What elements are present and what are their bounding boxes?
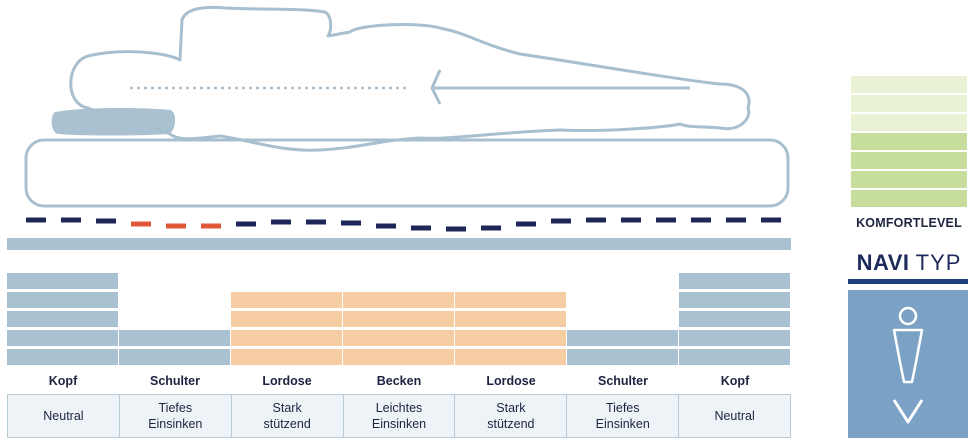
support-segment: [455, 292, 566, 308]
zone-description: Neutral: [678, 395, 790, 437]
komfortlevel-label: KOMFORTLEVEL: [856, 216, 962, 230]
support-column-3: [231, 292, 342, 368]
spine-arrow: [430, 69, 690, 105]
support-segment: [119, 349, 230, 365]
komfort-level-bar: [851, 171, 967, 188]
mattress-shape: [24, 138, 790, 208]
zone-label: Kopf: [720, 374, 750, 388]
komfort-level-bar: [851, 152, 967, 169]
support-segment: [567, 330, 678, 346]
support-segment: [343, 292, 454, 308]
support-column-1: [7, 273, 118, 368]
komfort-level-bar: [851, 76, 967, 93]
support-dash-line: [26, 217, 781, 232]
support-segment: [679, 349, 790, 365]
support-segment: [679, 330, 790, 346]
navi-light: TYP: [915, 250, 962, 275]
navi-typ-heading: NAVI TYP: [848, 250, 970, 276]
support-segment: [343, 330, 454, 346]
komfort-level-bar: [851, 133, 967, 150]
komfort-level-bar: [851, 114, 967, 131]
support-column-4: [343, 292, 454, 368]
komfort-level-bar: [851, 95, 967, 112]
support-segment: [455, 349, 566, 365]
support-column-5: [455, 292, 566, 368]
support-segment: [343, 311, 454, 327]
pillow-icon: [51, 108, 176, 136]
support-segment: [343, 349, 454, 365]
support-column-7: [679, 273, 790, 368]
support-segment: [455, 311, 566, 327]
support-segment: [119, 330, 230, 346]
zone-label: Schulter: [597, 374, 648, 388]
support-segment: [231, 292, 342, 308]
zone-label: Becken: [376, 374, 422, 388]
support-segment: [7, 311, 118, 327]
zone-description: Stark stützend: [230, 395, 343, 437]
zone-label: Lordose: [486, 374, 536, 388]
support-segment: [455, 330, 566, 346]
person-outline: [69, 5, 751, 152]
sleeper-illustration: [7, 5, 791, 250]
komfort-level-bar: [851, 190, 967, 207]
zone-description: Tiefes Einsinken: [118, 395, 231, 437]
navi-type-box: [848, 290, 968, 438]
navi-bold: NAVI: [856, 250, 910, 275]
support-segment: [231, 330, 342, 346]
zone-label: Kopf: [48, 374, 78, 388]
zone-label: Lordose: [262, 374, 312, 388]
base-plate: [7, 238, 791, 250]
support-column-6: [567, 330, 678, 368]
zone-description: Neutral: [43, 409, 84, 423]
support-segment: [7, 349, 118, 365]
support-segment: [679, 273, 790, 289]
person-with-down-arrow-icon: [892, 306, 924, 424]
support-segment: [7, 292, 118, 308]
zone-label: Schulter: [149, 374, 200, 388]
support-segment: [567, 349, 678, 365]
zone-description: Leichtes Einsinken: [342, 395, 455, 437]
zone-description: Tiefes Einsinken: [566, 395, 678, 437]
support-segment: [231, 349, 342, 365]
navi-underline: [848, 279, 968, 284]
support-segment: [231, 311, 342, 327]
support-segment: [679, 292, 790, 308]
support-segment: [7, 330, 118, 346]
zone-description: Stark stützend: [454, 395, 566, 437]
support-segment: [679, 311, 790, 327]
support-segment: [7, 273, 118, 289]
support-column-2: [119, 330, 230, 368]
